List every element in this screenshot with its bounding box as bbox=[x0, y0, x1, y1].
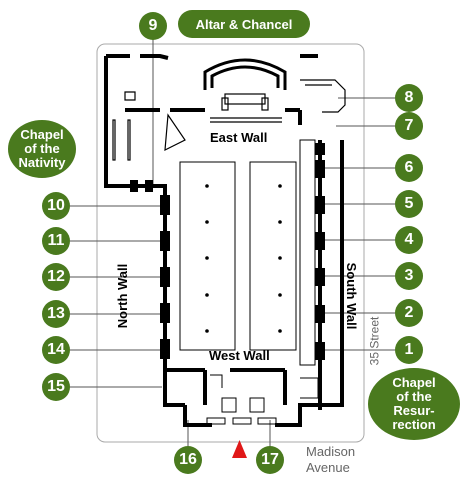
resurrection-line1: Chapel bbox=[392, 375, 436, 390]
pew-blocks bbox=[179, 139, 316, 366]
marker-16[interactable]: 16 bbox=[174, 446, 202, 474]
front-street-label: Madison Avenue bbox=[306, 444, 355, 476]
west-wall-label: West Wall bbox=[209, 348, 270, 363]
leader-lines bbox=[70, 38, 395, 448]
marker-5[interactable]: 5 bbox=[395, 190, 423, 218]
north-wall-label: North Wall bbox=[114, 263, 130, 329]
marker-3[interactable]: 3 bbox=[395, 262, 423, 290]
marker-6[interactable]: 6 bbox=[395, 154, 423, 182]
side-street-label: 35 Street bbox=[367, 316, 382, 366]
chapel-resurrection-button[interactable]: Chapel of the Resur- rection bbox=[368, 368, 460, 440]
altar-chancel-button[interactable]: Altar & Chancel bbox=[178, 10, 310, 38]
south-buttresses bbox=[315, 143, 325, 360]
marker-14[interactable]: 14 bbox=[42, 336, 70, 364]
resurrection-line4: rection bbox=[392, 417, 436, 432]
lot-outline bbox=[96, 43, 365, 443]
resurrection-line2: of the bbox=[396, 389, 432, 404]
marker-11[interactable]: 11 bbox=[42, 227, 70, 255]
nativity-line1: Chapel bbox=[20, 127, 64, 142]
marker-8[interactable]: 8 bbox=[395, 84, 423, 112]
chancel-details bbox=[112, 79, 346, 161]
entrance-arrow-icon bbox=[232, 440, 247, 458]
marker-10[interactable]: 10 bbox=[42, 192, 70, 220]
chapel-nativity-button[interactable]: Chapel of the Nativity bbox=[8, 120, 76, 178]
front-street-line2: Avenue bbox=[306, 460, 350, 475]
chancel-apse bbox=[203, 58, 287, 90]
marker-13[interactable]: 13 bbox=[42, 300, 70, 328]
marker-17[interactable]: 17 bbox=[256, 446, 284, 474]
marker-7[interactable]: 7 bbox=[395, 112, 423, 140]
nativity-line3: Nativity bbox=[18, 155, 66, 170]
marker-9[interactable]: 9 bbox=[139, 12, 167, 40]
marker-15[interactable]: 15 bbox=[42, 373, 70, 401]
marker-12[interactable]: 12 bbox=[42, 263, 70, 291]
resurrection-line3: Resur- bbox=[393, 403, 435, 418]
north-buttresses bbox=[130, 180, 170, 359]
nativity-line2: of the bbox=[24, 141, 60, 156]
south-wall-label: South Wall bbox=[343, 262, 359, 330]
marker-1[interactable]: 1 bbox=[395, 336, 423, 364]
front-street-line1: Madison bbox=[306, 444, 356, 459]
marker-4[interactable]: 4 bbox=[395, 226, 423, 254]
entry-vestibule bbox=[206, 374, 319, 425]
marker-2[interactable]: 2 bbox=[395, 299, 423, 327]
column-dots bbox=[205, 184, 282, 333]
east-wall-label: East Wall bbox=[210, 130, 268, 145]
